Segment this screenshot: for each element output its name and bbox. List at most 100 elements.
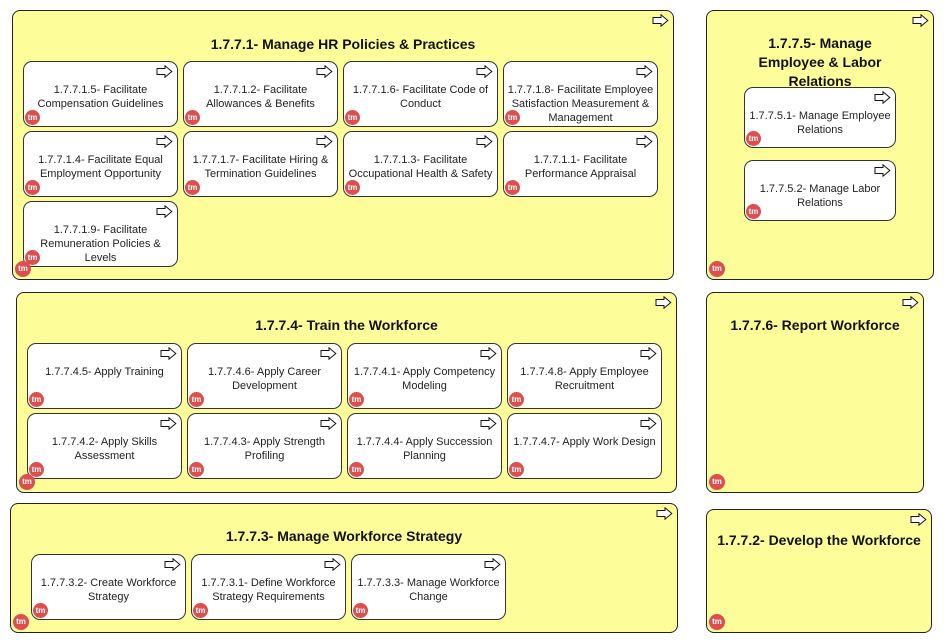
card-label: 1.7.7.1.3- Facilitate Occupational Healt…: [348, 154, 493, 180]
process-card[interactable]: 1.7.7.3.3- Manage Workforce Change tm: [351, 554, 506, 620]
group-title: 1.7.7.6- Report Workforce: [730, 317, 900, 333]
tmf-logo-icon: tm: [193, 603, 208, 618]
group-title: 1.7.7.4- Train the Workforce: [255, 317, 438, 333]
process-card[interactable]: 1.7.7.1.8- Facilitate Employee Satisfact…: [503, 61, 658, 127]
process-card[interactable]: 1.7.7.3.1- Define Workforce Strategy Req…: [191, 554, 346, 620]
arrow-right-icon: [902, 296, 919, 309]
card-label: 1.7.7.1.1- Facilitate Performance Apprai…: [524, 154, 637, 180]
tmf-logo-icon: tm: [29, 392, 44, 407]
arrow-right-icon: [636, 65, 653, 78]
card-label: 1.7.7.4.6- Apply Career Development: [207, 366, 322, 392]
tmf-logo-icon: tm: [349, 462, 364, 477]
arrow-right-icon: [320, 347, 337, 360]
process-card[interactable]: 1.7.7.4.3- Apply Strength Profiling tm: [187, 413, 342, 479]
arrow-right-icon: [874, 91, 891, 104]
group-manage-workforce-strategy[interactable]: 1.7.7.3- Manage Workforce Strategy 1.7.7…: [10, 503, 678, 633]
card-label: 1.7.7.4.5- Apply Training: [45, 366, 164, 378]
arrow-right-icon: [156, 135, 173, 148]
arrow-right-icon: [476, 135, 493, 148]
group-manage-hr-policies[interactable]: 1.7.7.1- Manage HR Policies & Practices …: [12, 10, 674, 280]
group-title: 1.7.7.2- Develop the Workforce: [717, 532, 921, 548]
process-card[interactable]: 1.7.7.1.3- Facilitate Occupational Healt…: [343, 131, 498, 197]
card-label: 1.7.7.4.1- Apply Competency Modeling: [353, 366, 496, 392]
arrow-right-icon: [156, 205, 173, 218]
card-label: 1.7.7.1.8- Facilitate Employee Satisfact…: [507, 84, 654, 124]
card-label: 1.7.7.1.2- Facilitate Allowances & Benef…: [206, 84, 315, 110]
arrow-right-icon: [640, 417, 657, 430]
card-label: 1.7.7.1.6- Facilitate Code of Conduct: [352, 84, 489, 110]
tmf-logo-icon: tm: [189, 462, 204, 477]
tmf-logo-icon: tm: [15, 261, 31, 277]
process-card[interactable]: 1.7.7.4.2- Apply Skills Assessment tm: [27, 413, 182, 479]
tmf-logo-icon: tm: [345, 110, 360, 125]
arrow-right-icon: [480, 347, 497, 360]
tmf-logo-icon: tm: [13, 614, 29, 630]
process-card[interactable]: 1.7.7.4.4- Apply Succession Planning tm: [347, 413, 502, 479]
card-label: 1.7.7.3.3- Manage Workforce Change: [357, 577, 500, 603]
tmf-logo-icon: tm: [509, 392, 524, 407]
process-card[interactable]: 1.7.7.4.5- Apply Training tm: [27, 343, 182, 409]
process-card[interactable]: 1.7.7.1.1- Facilitate Performance Apprai…: [503, 131, 658, 197]
card-label: 1.7.7.1.5- Facilitate Compensation Guide…: [37, 84, 164, 110]
arrow-right-icon: [324, 558, 341, 571]
arrow-right-icon: [636, 135, 653, 148]
group-train-the-workforce[interactable]: 1.7.7.4- Train the Workforce 1.7.7.4.5- …: [16, 292, 677, 493]
process-card[interactable]: 1.7.7.1.5- Facilitate Compensation Guide…: [23, 61, 178, 127]
arrow-right-icon: [160, 347, 177, 360]
card-label: 1.7.7.4.3- Apply Strength Profiling: [203, 436, 326, 462]
arrow-right-icon: [480, 417, 497, 430]
tmf-logo-icon: tm: [709, 474, 725, 490]
tmf-logo-icon: tm: [25, 110, 40, 125]
group-manage-employee-labor-relations[interactable]: 1.7.7.5- Manage Employee & Labor Relatio…: [706, 10, 934, 280]
card-label: 1.7.7.4.4- Apply Succession Planning: [356, 436, 493, 462]
card-label: 1.7.7.5.1- Manage Employee Relations: [749, 110, 891, 136]
tmf-logo-icon: tm: [746, 131, 761, 146]
process-card[interactable]: 1.7.7.1.7- Facilitate Hiring & Terminati…: [183, 131, 338, 197]
tmf-logo-icon: tm: [25, 180, 40, 195]
card-label: 1.7.7.1.4- Facilitate Equal Employment O…: [38, 154, 163, 180]
card-label: 1.7.7.1.9- Facilitate Remuneration Polic…: [40, 224, 161, 264]
process-card[interactable]: 1.7.7.5.2- Manage Labor Relations tm: [744, 160, 896, 221]
arrow-right-icon: [316, 65, 333, 78]
group-title: 1.7.7.1- Manage HR Policies & Practices: [210, 36, 476, 52]
group-report-workforce[interactable]: 1.7.7.6- Report Workforce tm: [706, 292, 924, 493]
tmf-logo-icon: tm: [33, 603, 48, 618]
process-card[interactable]: 1.7.7.1.6- Facilitate Code of Conduct tm: [343, 61, 498, 127]
group-develop-the-workforce[interactable]: 1.7.7.2- Develop the Workforce tm: [706, 509, 932, 633]
tmf-logo-icon: tm: [25, 250, 40, 265]
tmf-logo-icon: tm: [29, 462, 44, 477]
card-label: 1.7.7.4.2- Apply Skills Assessment: [51, 436, 158, 462]
process-card[interactable]: 1.7.7.4.7- Apply Work Design tm: [507, 413, 662, 479]
arrow-right-icon: [640, 347, 657, 360]
process-card[interactable]: 1.7.7.3.2- Create Workforce Strategy tm: [31, 554, 186, 620]
tmf-logo-icon: tm: [19, 474, 35, 490]
arrow-right-icon: [320, 417, 337, 430]
tmf-logo-icon: tm: [505, 180, 520, 195]
tmf-logo-icon: tm: [349, 392, 364, 407]
tmf-logo-icon: tm: [509, 462, 524, 477]
arrow-right-icon: [156, 65, 173, 78]
tmf-logo-icon: tm: [505, 110, 520, 125]
process-card[interactable]: 1.7.7.4.8- Apply Employee Recruitment tm: [507, 343, 662, 409]
tmf-logo-icon: tm: [709, 261, 725, 277]
tmf-logo-icon: tm: [345, 180, 360, 195]
arrow-right-icon: [164, 558, 181, 571]
process-card[interactable]: 1.7.7.1.2- Facilitate Allowances & Benef…: [183, 61, 338, 127]
tmf-logo-icon: tm: [189, 392, 204, 407]
arrow-right-icon: [910, 513, 927, 526]
tmf-logo-icon: tm: [353, 603, 368, 618]
arrow-right-icon: [316, 135, 333, 148]
group-title: 1.7.7.3- Manage Workforce Strategy: [225, 528, 463, 544]
process-card[interactable]: 1.7.7.1.9- Facilitate Remuneration Polic…: [23, 201, 178, 267]
arrow-right-icon: [656, 507, 673, 520]
process-card[interactable]: 1.7.7.5.1- Manage Employee Relations tm: [744, 87, 896, 148]
arrow-right-icon: [476, 65, 493, 78]
group-title: 1.7.7.5- Manage Employee & Labor Relatio…: [758, 35, 882, 89]
card-label: 1.7.7.5.2- Manage Labor Relations: [759, 183, 881, 209]
card-label: 1.7.7.3.1- Define Workforce Strategy Req…: [201, 577, 336, 603]
arrow-right-icon: [652, 14, 669, 27]
process-card[interactable]: 1.7.7.4.1- Apply Competency Modeling tm: [347, 343, 502, 409]
process-card[interactable]: 1.7.7.4.6- Apply Career Development tm: [187, 343, 342, 409]
arrow-right-icon: [655, 296, 672, 309]
process-card[interactable]: 1.7.7.1.4- Facilitate Equal Employment O…: [23, 131, 178, 197]
